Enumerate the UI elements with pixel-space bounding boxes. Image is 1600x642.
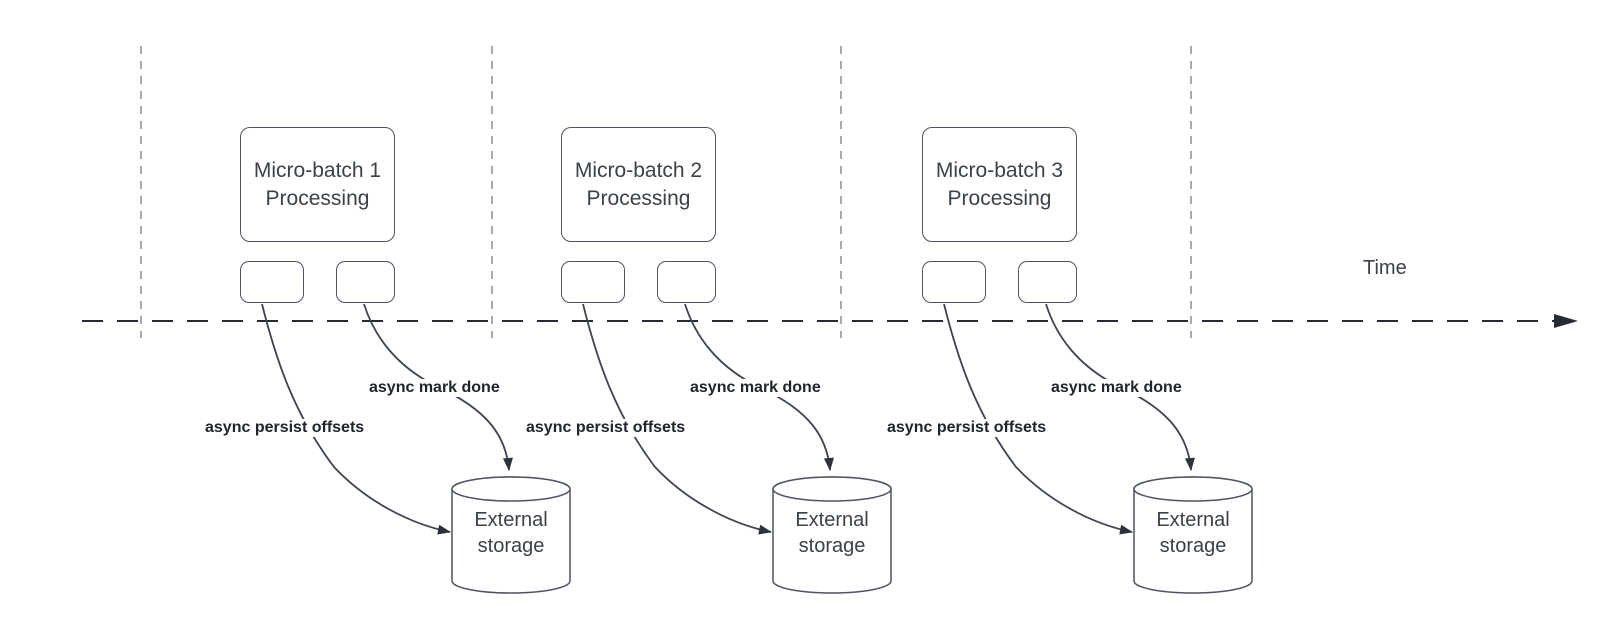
micro-batch-3-offset-task-box (922, 261, 986, 303)
micro-batch-1-offset-task-box (240, 261, 304, 303)
time-guide-lines (140, 46, 1192, 338)
storage-cylinder-top-2 (772, 476, 892, 502)
time-axis-label: Time (1363, 257, 1407, 279)
persist-offsets-arrow-2 (582, 303, 772, 535)
timeline-axis (82, 314, 1578, 328)
external-storage-label-3: External storage (1156, 509, 1230, 557)
storage-cylinder-top-1 (451, 476, 571, 502)
batch-1-graphics (261, 303, 571, 594)
mark-done-label-1: async mark done (367, 379, 502, 397)
micro-batch-2-title: Micro-batch 2 Processing (574, 158, 703, 210)
persist-offsets-label-2: async persist offsets (524, 419, 688, 437)
persist-offsets-arrow-3 (943, 303, 1133, 535)
storage-cylinder-top-3 (1133, 476, 1253, 502)
persist-offsets-label-3: async persist offsets (885, 419, 1049, 437)
micro-batch-1-processing-node: Micro-batch 1 Processing (240, 127, 395, 242)
micro-batch-1-title: Micro-batch 1 Processing (253, 158, 382, 210)
mark-done-label-2: async mark done (688, 379, 823, 397)
external-storage-label-2: External storage (795, 509, 869, 557)
micro-batch-1-done-task-box (336, 261, 395, 303)
mark-done-label-3: async mark done (1049, 379, 1184, 397)
micro-batch-2-processing-node: Micro-batch 2 Processing (561, 127, 716, 242)
micro-batch-3-done-task-box (1018, 261, 1077, 303)
persist-offsets-label-1: async persist offsets (203, 419, 367, 437)
external-storage-label-1: External storage (474, 509, 548, 557)
persist-offsets-arrow-1 (261, 303, 451, 535)
micro-batch-3-title: Micro-batch 3 Processing (935, 158, 1064, 210)
timeline-arrowhead-icon (1554, 314, 1578, 328)
micro-batch-2-offset-task-box (561, 261, 625, 303)
micro-batch-2-done-task-box (657, 261, 716, 303)
micro-batch-3-processing-node: Micro-batch 3 Processing (922, 127, 1077, 242)
